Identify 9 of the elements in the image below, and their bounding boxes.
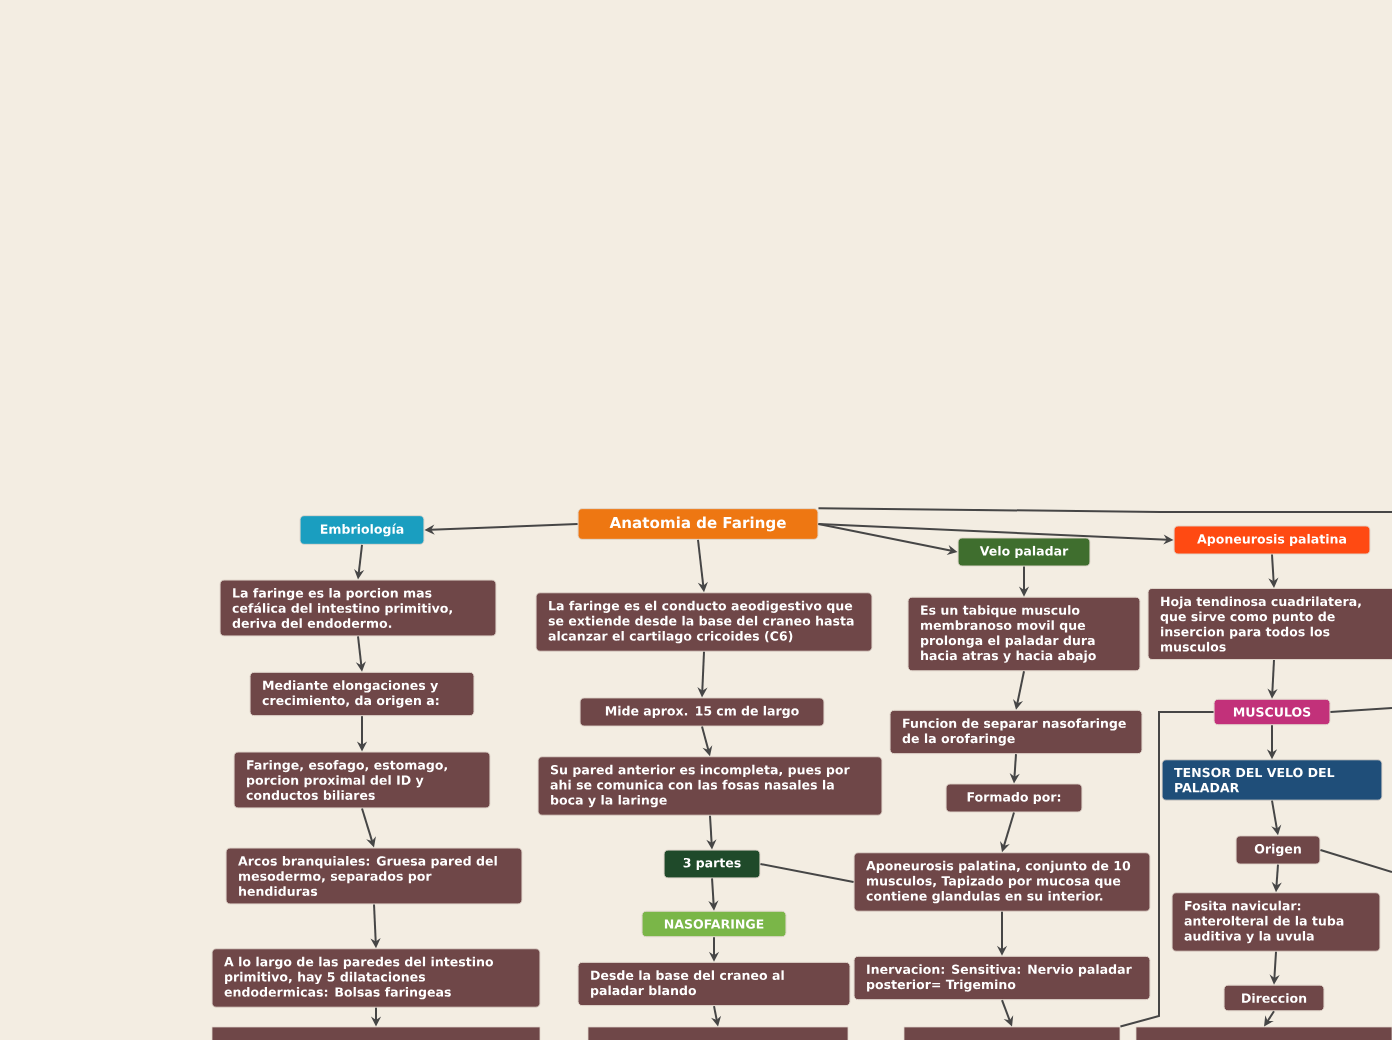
connector-line xyxy=(817,507,1392,513)
connector-line xyxy=(1119,711,1215,1028)
connector-line xyxy=(1319,849,1392,873)
connector-line xyxy=(1329,707,1392,713)
empty-box xyxy=(903,1026,1121,1040)
empty-box xyxy=(211,1026,541,1040)
empty-box xyxy=(587,1026,849,1040)
empty-box xyxy=(1135,1026,1392,1040)
connector-line xyxy=(759,863,855,883)
